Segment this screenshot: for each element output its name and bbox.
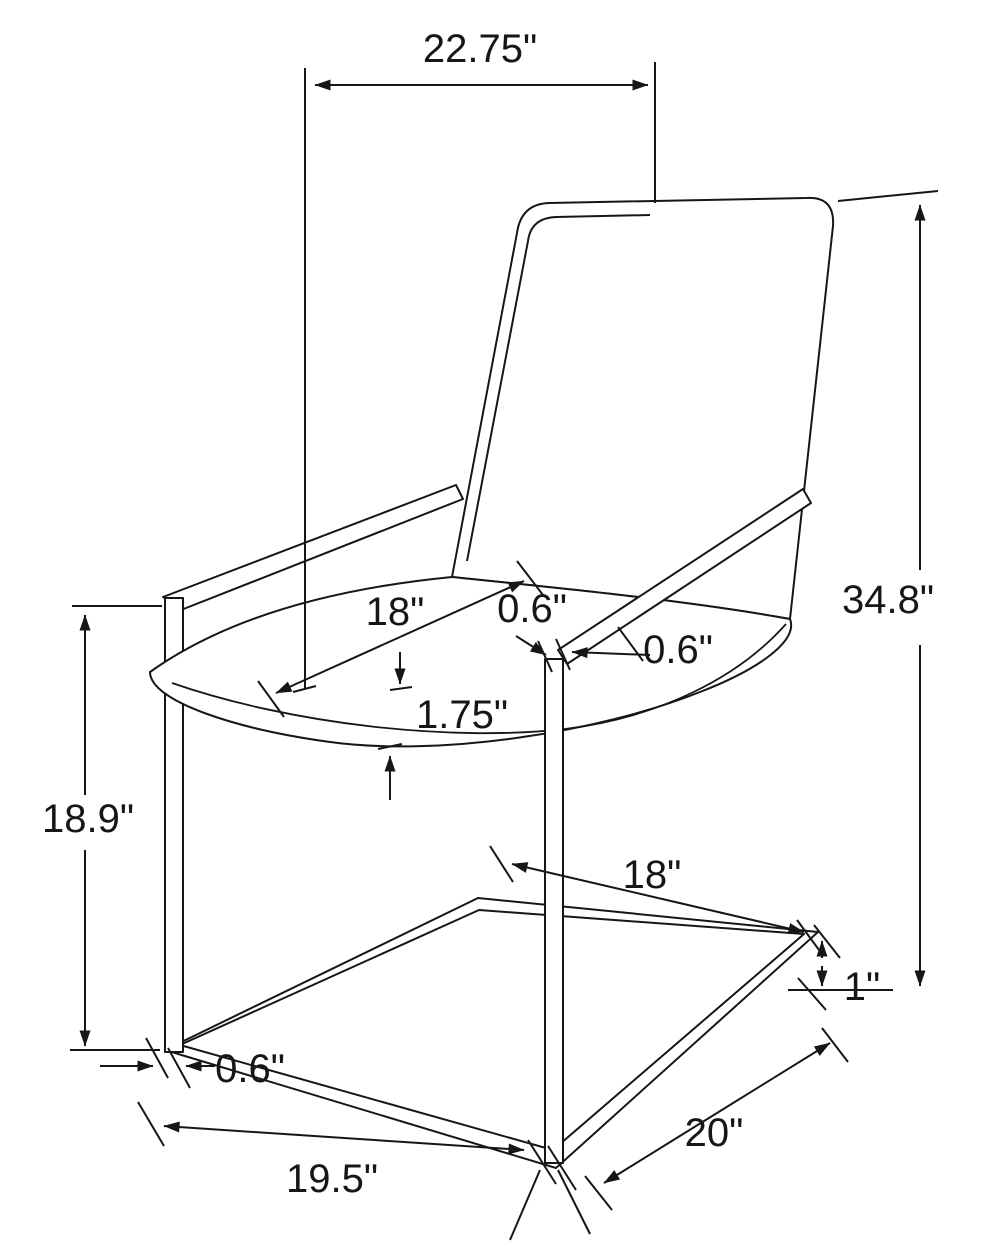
dim-base-tube-height: 1" (816, 940, 880, 1009)
dim-top-width: 22.75" (292, 27, 656, 693)
dim-label-front-height: 18.9" (42, 797, 134, 841)
dim-base-span: 18" (489, 845, 841, 959)
dim-post-tube: 0.6" (497, 587, 567, 673)
dim-front-height: 18.9" (42, 605, 162, 1051)
dim-base-right-depth: 20" (584, 1027, 849, 1211)
dim-label-base-left-depth: 19.5" (286, 1157, 378, 1201)
dim-cushion-thickness: 1.75" (377, 652, 508, 800)
dim-overall-height: 34.8" (788, 190, 939, 1011)
dim-seat-depth: 18" (257, 560, 544, 718)
dim-label-base-right-depth: 20" (685, 1111, 744, 1155)
dim-label-cushion-thickness: 1.75" (416, 693, 508, 737)
chair-line-art (149, 196, 835, 1169)
dim-label-top-width: 22.75" (423, 27, 537, 71)
dim-label-overall-height: 34.8" (842, 578, 934, 622)
dim-base-tube-width: 0.6" (100, 1037, 285, 1091)
backrest-inner-edge (466, 214, 651, 562)
dim-label-arm-tube: 0.6" (643, 628, 713, 672)
dim-label-base-tube-height: 1" (844, 965, 880, 1009)
dim-label-base-span: 18" (623, 853, 682, 897)
seat-cushion-rim (171, 623, 787, 735)
dim-base-left-depth: 19.5" (137, 1101, 591, 1241)
dim-label-seat-depth: 18" (366, 590, 425, 634)
dim-label-base-tube-width: 0.6" (215, 1047, 285, 1091)
backrest (451, 196, 835, 620)
base-frame-outer (164, 897, 819, 1169)
dim-label-post-tube: 0.6" (497, 587, 567, 631)
dim-arm-tube: 0.6" (555, 626, 713, 672)
base-frame-inner (179, 909, 805, 1151)
left-front-post (164, 597, 184, 1053)
right-front-post (544, 658, 564, 1164)
